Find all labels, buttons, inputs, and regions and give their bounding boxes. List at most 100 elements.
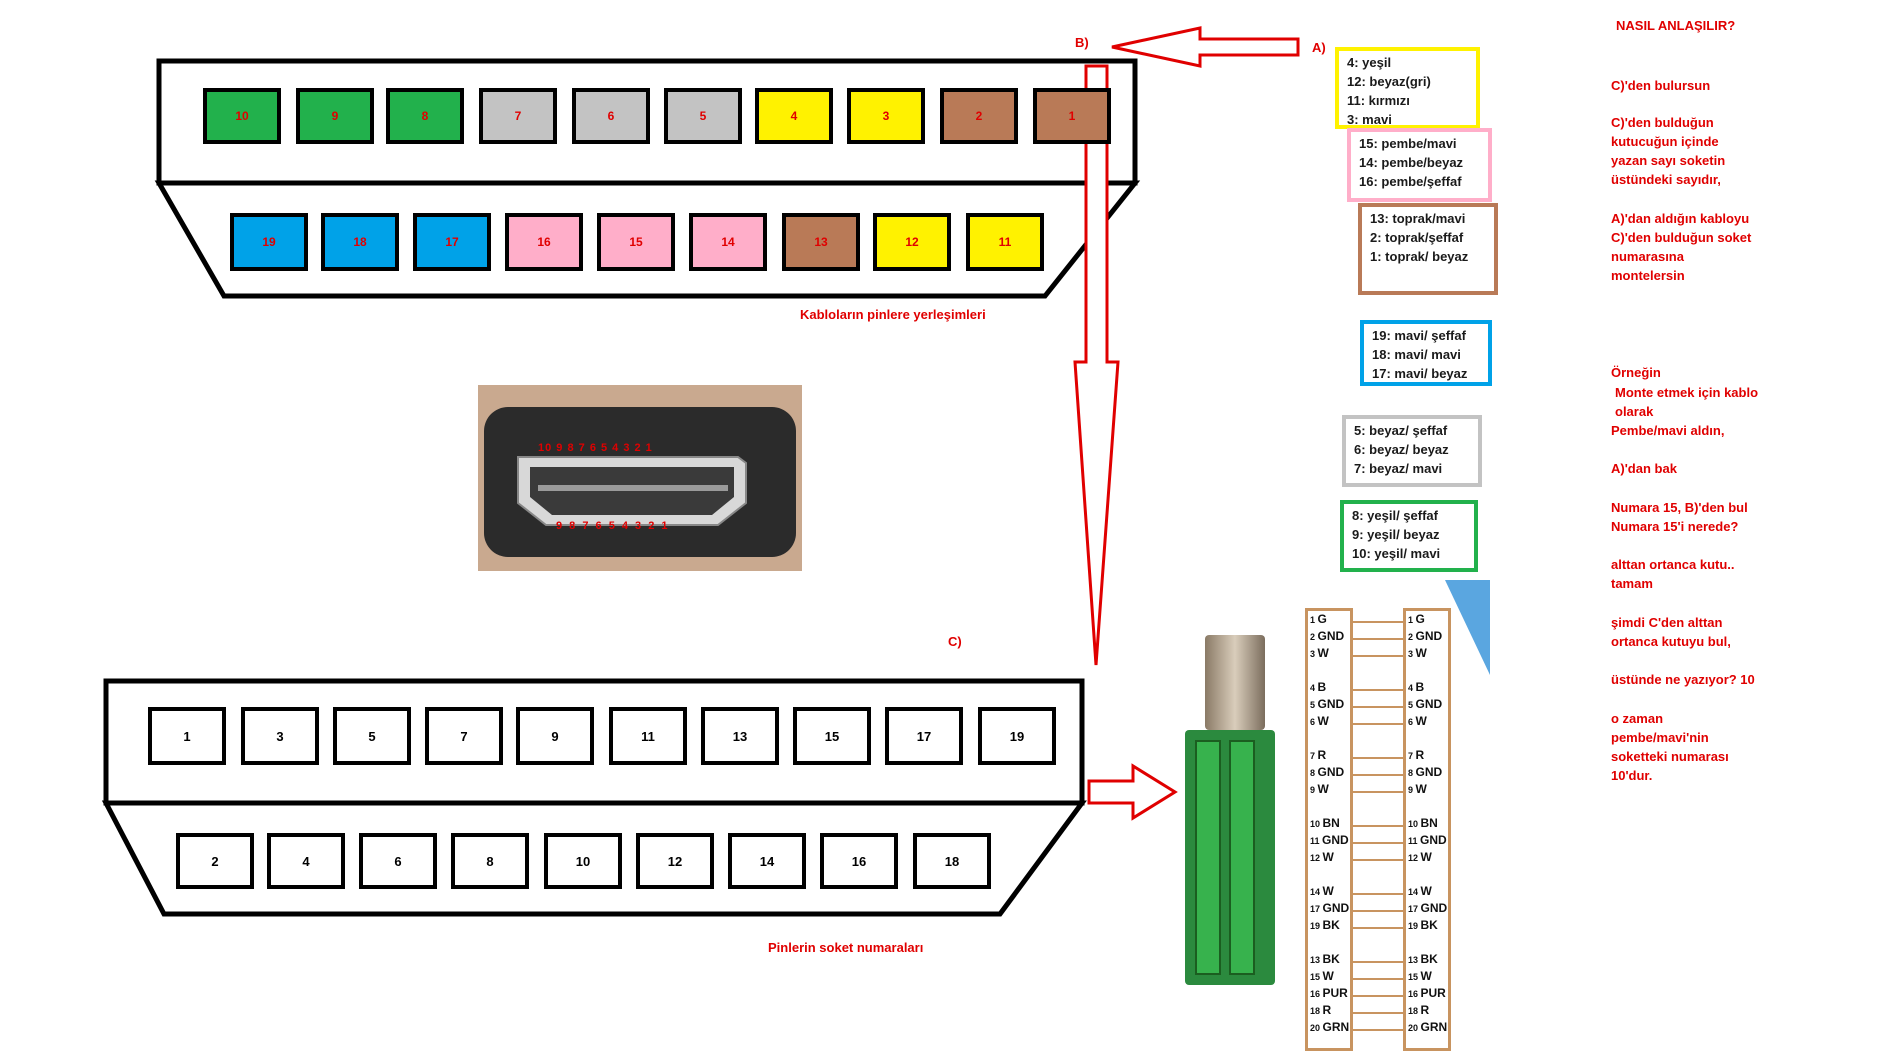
pcb-trace-line [1353, 791, 1403, 793]
pcb-pin-signal: W [1415, 782, 1427, 796]
pcb-pin-signal: GND [1317, 765, 1345, 779]
pcb-pin-number: 5 [1408, 700, 1416, 710]
pcb-trace-line [1353, 927, 1403, 929]
instruction-line: kutucuğun içinde [1611, 134, 1719, 149]
instruction-line: numarasına [1611, 249, 1684, 264]
instruction-line: alttan ortanca kutu.. [1611, 557, 1735, 572]
label-a: A) [1312, 40, 1326, 55]
pcb-pin-column-left [1305, 608, 1353, 1051]
legend-line: 15: pembe/mavi [1359, 136, 1457, 151]
wire-pin-cell: 19 [230, 213, 308, 271]
wire-pin-cell: 13 [782, 213, 860, 271]
photo-top-pin-labels: 10 9 8 7 6 5 4 3 2 1 [538, 442, 653, 454]
pcb-trace-line [1353, 638, 1403, 640]
instruction-line: montelersin [1611, 268, 1685, 283]
instruction-line: o zaman [1611, 711, 1664, 726]
instruction-line: pembe/mavi'nin [1611, 730, 1709, 745]
pcb-pin-signal: B [1317, 680, 1327, 694]
pcb-trace-line [1353, 842, 1403, 844]
pcb-pin-label: 4 B [1408, 680, 1424, 694]
pcb-pin-label: 14 W [1408, 884, 1432, 898]
pcb-trace-line [1353, 825, 1403, 827]
pcb-pin-number: 2 [1310, 632, 1318, 642]
pcb-pin-label: 15 W [1310, 969, 1334, 983]
wire-pin-cell: 1 [1033, 88, 1111, 144]
terminal-block-left [1195, 740, 1221, 975]
blue-corner-triangle [1445, 580, 1490, 675]
legend-line: 13: toprak/mavi [1370, 211, 1466, 226]
hdmi-connector-photo: 10 9 8 7 6 5 4 3 2 1 9 8 7 6 5 4 3 2 1 [478, 385, 802, 571]
arrow-a-to-b [1111, 26, 1300, 68]
socket-number-cell: 1 [148, 707, 226, 765]
pcb-trace-line [1353, 621, 1403, 623]
pcb-pin-number: 3 [1310, 649, 1318, 659]
wire-pin-cell: 7 [479, 88, 557, 144]
hdmi-photo-drawing [478, 385, 802, 571]
instruction-line: C)'den bulduğun soket [1611, 230, 1752, 245]
pcb-pin-label: 5 GND [1408, 697, 1442, 711]
pcb-pin-number: 12 [1408, 853, 1421, 863]
pcb-pin-number: 7 [1408, 751, 1416, 761]
pcb-pin-number: 4 [1408, 683, 1416, 693]
pcb-pin-number: 16 [1408, 989, 1421, 999]
socket-number-cell: 11 [609, 707, 687, 765]
socket-connector-caption: Pinlerin soket numaraları [768, 940, 924, 955]
hdmi-plug-metal [1205, 635, 1265, 730]
pcb-pin-number: 20 [1408, 1023, 1421, 1033]
instruction-line: üstündeki sayıdır, [1611, 172, 1721, 187]
pcb-pin-number: 18 [1310, 1006, 1323, 1016]
pcb-pin-number: 8 [1408, 768, 1416, 778]
pcb-pin-signal: W [1322, 850, 1334, 864]
label-c: C) [948, 634, 962, 649]
pcb-pin-number: 19 [1310, 921, 1323, 931]
socket-number-cell: 14 [728, 833, 806, 889]
pcb-pin-label: 17 GND [1310, 901, 1349, 915]
socket-number-cell: 7 [425, 707, 503, 765]
pcb-trace-line [1353, 689, 1403, 691]
pcb-trace-line [1353, 774, 1403, 776]
pcb-pin-label: 16 PUR [1310, 986, 1348, 1000]
pcb-pin-signal: GND [1420, 901, 1448, 915]
pcb-pin-label: 3 W [1408, 646, 1427, 660]
pcb-pin-signal: W [1420, 884, 1432, 898]
wire-pin-cell: 16 [505, 213, 583, 271]
pcb-pin-label: 12 W [1408, 850, 1432, 864]
legend-line: 18: mavi/ mavi [1372, 347, 1461, 362]
pcb-pin-signal: BN [1322, 816, 1340, 830]
pcb-pin-signal: GND [1415, 697, 1443, 711]
pcb-trace-line [1353, 706, 1403, 708]
pcb-pin-label: 8 GND [1310, 765, 1344, 779]
pcb-pin-number: 14 [1310, 887, 1323, 897]
instructions-title: NASIL ANLAŞILIR? [1616, 18, 1736, 33]
photo-bottom-pin-labels: 9 8 7 6 5 4 3 2 1 [556, 520, 670, 532]
pcb-pin-signal: B [1415, 680, 1425, 694]
pcb-pin-signal: BK [1420, 952, 1438, 966]
pcb-pin-signal: W [1415, 714, 1427, 728]
pcb-pin-label: 9 W [1408, 782, 1427, 796]
top-connector-lower-body [154, 180, 1141, 299]
pcb-pin-label: 10 BN [1310, 816, 1340, 830]
wire-pin-cell: 14 [689, 213, 767, 271]
instruction-line: ortanca kutuyu bul, [1611, 634, 1731, 649]
pcb-pin-signal: PUR [1322, 986, 1348, 1000]
socket-number-cell: 4 [267, 833, 345, 889]
socket-number-cell: 8 [451, 833, 529, 889]
terminal-block-right [1229, 740, 1255, 975]
instruction-line: 10'dur. [1611, 768, 1653, 783]
pcb-pin-number: 9 [1310, 785, 1318, 795]
pcb-pin-label: 20 GRN [1408, 1020, 1447, 1034]
pcb-pin-label: 3 W [1310, 646, 1329, 660]
pcb-pin-number: 7 [1310, 751, 1318, 761]
pcb-pin-number: 5 [1310, 700, 1318, 710]
pcb-pin-number: 6 [1408, 717, 1416, 727]
instruction-line: üstünde ne yazıyor? 10 [1611, 672, 1755, 687]
pcb-pin-signal: G [1317, 612, 1327, 626]
pcb-pin-label: 1 G [1310, 612, 1327, 626]
pcb-pin-signal: GRN [1420, 1020, 1448, 1034]
